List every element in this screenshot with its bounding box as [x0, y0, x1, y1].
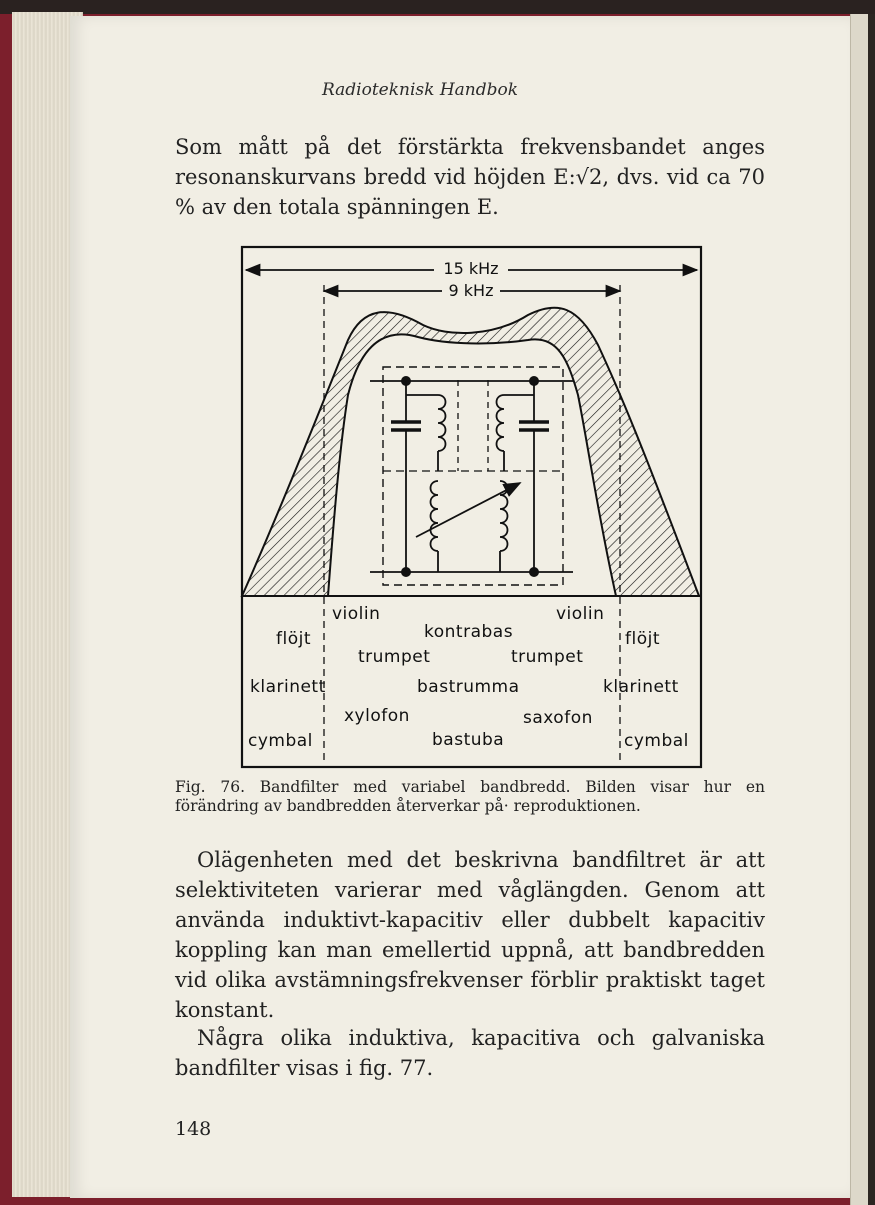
figure-caption: Fig. 76. Bandfilter med variabel bandbre…	[175, 778, 765, 815]
paragraph-1: Som mått på det förstärkta frekvensbande…	[175, 135, 765, 219]
bandfilter-diagram: 15 kHz 9 kHz	[240, 245, 703, 769]
scale-15khz-label: 15 kHz	[443, 259, 498, 278]
book-right-edge	[850, 14, 875, 1205]
figure-76: 15 kHz 9 kHz	[238, 245, 704, 771]
label-flojt-right: flöjt	[625, 629, 660, 649]
label-cymbal-left: cymbal	[248, 731, 313, 751]
label-saxofon: saxofon	[523, 708, 593, 728]
label-cymbal-right: cymbal	[624, 731, 689, 751]
label-trumpet-right: trumpet	[511, 647, 583, 667]
coil-right-lower	[499, 480, 509, 572]
label-xylofon: xylofon	[344, 706, 410, 726]
scale-9khz-label: 9 kHz	[449, 281, 494, 300]
label-trumpet-left: trumpet	[358, 647, 430, 667]
coil-left-lower	[429, 480, 439, 572]
label-klarinett-right: klarinett	[603, 677, 679, 697]
coil-left-upper	[406, 394, 447, 471]
paragraph-2: Olägenheten med det beskrivna bandfiltre…	[175, 848, 765, 1022]
label-violin-right: violin	[556, 604, 604, 624]
page-number: 148	[175, 1118, 212, 1140]
variable-coupling-arrow	[415, 482, 522, 538]
figure-frame	[240, 245, 703, 769]
circuit-enclosure	[382, 366, 564, 586]
coil-right-upper	[495, 394, 534, 471]
label-klarinett-left: klarinett	[250, 677, 326, 697]
paragraph-3: Några olika induktiva, kapacitiva och ga…	[175, 1026, 765, 1080]
label-violin-left: violin	[332, 604, 380, 624]
bandwidth-hatched-area	[240, 306, 701, 597]
running-head: Radioteknisk Handbok	[321, 80, 519, 100]
label-flojt-left: flöjt	[276, 629, 311, 649]
book-page	[70, 16, 850, 1198]
label-bastrumma: bastrumma	[417, 677, 520, 697]
label-kontrabas: kontrabas	[424, 622, 513, 642]
book-top-edge	[0, 0, 875, 14]
label-bastuba: bastuba	[432, 730, 504, 750]
